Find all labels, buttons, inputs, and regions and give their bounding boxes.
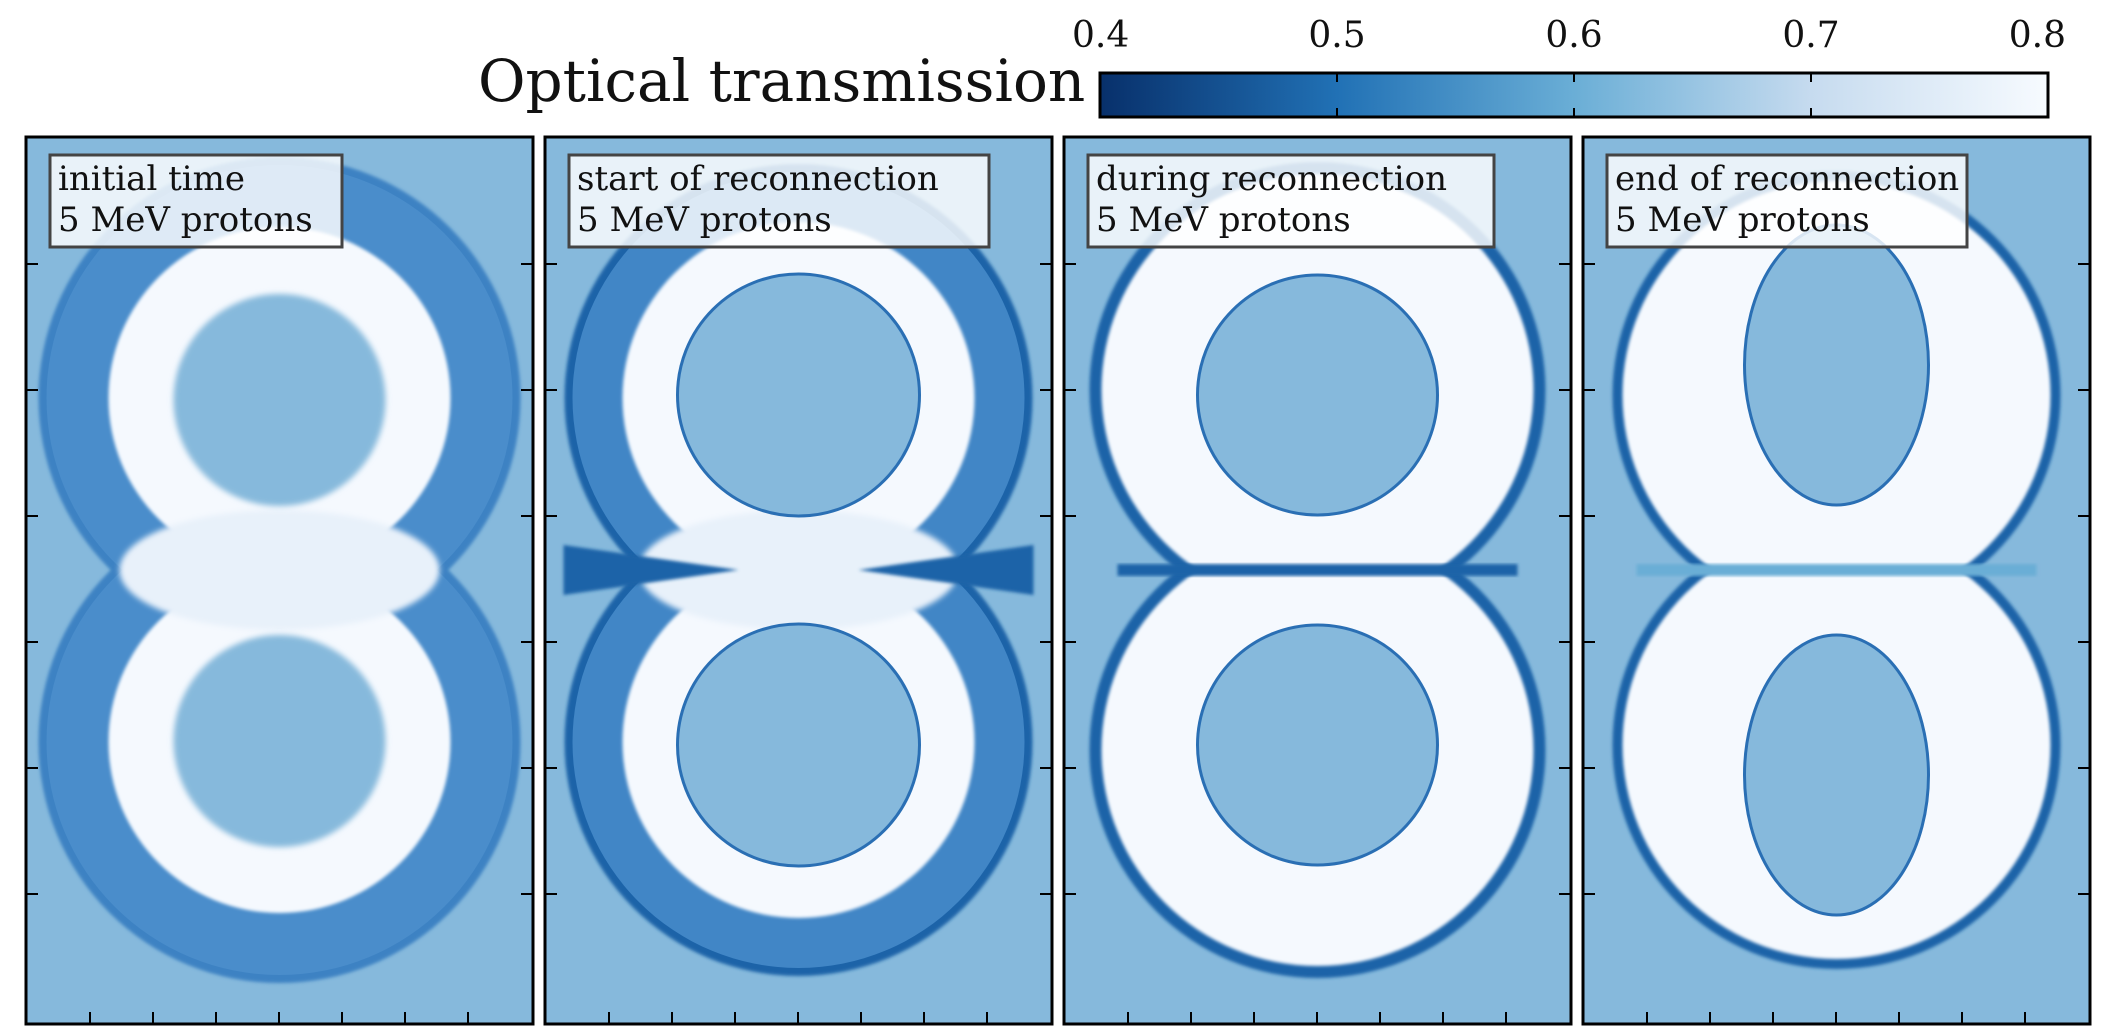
bottom-inner-bubble [676, 622, 921, 868]
overlap-lens [119, 510, 440, 630]
colorbar-tick-label: 0.8 [2009, 15, 2066, 56]
panel-label-box [1086, 153, 1496, 249]
top-inner-bubble [173, 294, 386, 506]
top-inner-bubble [676, 272, 921, 518]
colorbar-tick-label: 0.7 [1782, 15, 1839, 56]
overlap-lens [638, 510, 959, 630]
colorbar-tick-label: 0.5 [1308, 15, 1365, 56]
colorbar: 0.4 0.5 0.6 0.7 0.8 [1072, 15, 2066, 119]
panel-label-box [48, 153, 344, 249]
bottom-inner-bubble [1743, 633, 1930, 917]
reconnection-wedge-right [858, 545, 1034, 595]
panel-label-box [1605, 153, 1969, 249]
panel-label-line2: 5 MeV protons [577, 200, 832, 240]
current-sheet [1117, 564, 1518, 576]
top-inner-bubble [1196, 273, 1439, 517]
top-inner-bubble [1743, 223, 1930, 507]
bottom-inner-bubble [1196, 623, 1439, 867]
panel-label-line1: end of reconnection [1615, 159, 1959, 199]
panel-label-line1: during reconnection [1096, 159, 1447, 199]
colorbar-tick-label: 0.4 [1072, 15, 1129, 56]
panel-image [1583, 137, 2090, 1024]
colorbar-tick-label: 0.6 [1545, 15, 1602, 56]
panel-label-line1: initial time [58, 159, 245, 199]
panel-image [545, 137, 1052, 1024]
figure-title: Optical transmission [478, 47, 1086, 115]
panel-image [1064, 137, 1571, 1024]
current-sheet [1636, 564, 2037, 576]
panel-label-line1: start of reconnection [577, 159, 939, 199]
panel-label-line2: 5 MeV protons [1096, 200, 1351, 240]
panel-label-box [567, 153, 991, 249]
panel-label-line2: 5 MeV protons [1615, 200, 1870, 240]
panel-label-line2: 5 MeV protons [58, 200, 313, 240]
reconnection-wedge-left [563, 545, 739, 595]
panel-image [26, 137, 533, 1024]
bottom-inner-bubble [173, 635, 386, 847]
